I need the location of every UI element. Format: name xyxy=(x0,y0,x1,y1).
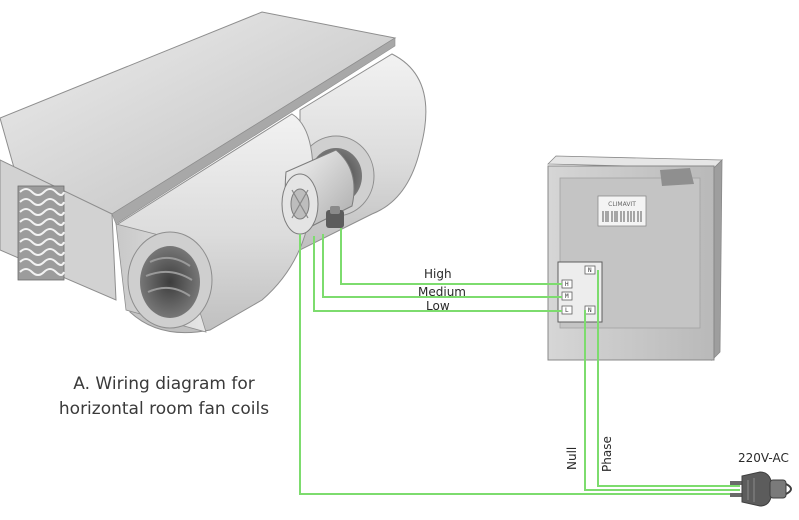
terminal-label: H xyxy=(565,281,569,288)
wire-high xyxy=(340,228,562,285)
wire-earth xyxy=(299,234,740,495)
plug-voltage-label: 220V-AC xyxy=(738,451,789,465)
wire-phase xyxy=(597,270,740,487)
wires xyxy=(299,228,740,495)
power-plug xyxy=(730,471,792,507)
caption-line-1: A. Wiring diagram for xyxy=(73,374,255,394)
wire-label-phase: Phase xyxy=(600,436,614,472)
coil-fins xyxy=(17,185,65,281)
terminal-label: N xyxy=(588,307,592,314)
barcode xyxy=(602,211,642,222)
fan-coil-unit xyxy=(0,11,427,334)
wire-label-low: Low xyxy=(426,299,450,313)
caption-line-2: horizontal room fan coils xyxy=(58,399,270,419)
terminal-label: M xyxy=(565,293,569,300)
wire-null xyxy=(584,310,740,491)
diagram-caption: A. Wiring diagram for horizontal room fa… xyxy=(14,372,314,422)
wire-low xyxy=(313,236,562,312)
wire-medium xyxy=(322,234,562,298)
terminal-label: N xyxy=(588,267,592,274)
controller-box: CLIMAVIT xyxy=(547,155,723,361)
wire-label-medium: Medium xyxy=(418,285,466,299)
controller-brand: CLIMAVIT xyxy=(608,201,636,208)
wire-label-null: Null xyxy=(565,447,579,470)
wire-label-high: High xyxy=(424,267,452,281)
terminal-label: L xyxy=(565,307,569,314)
